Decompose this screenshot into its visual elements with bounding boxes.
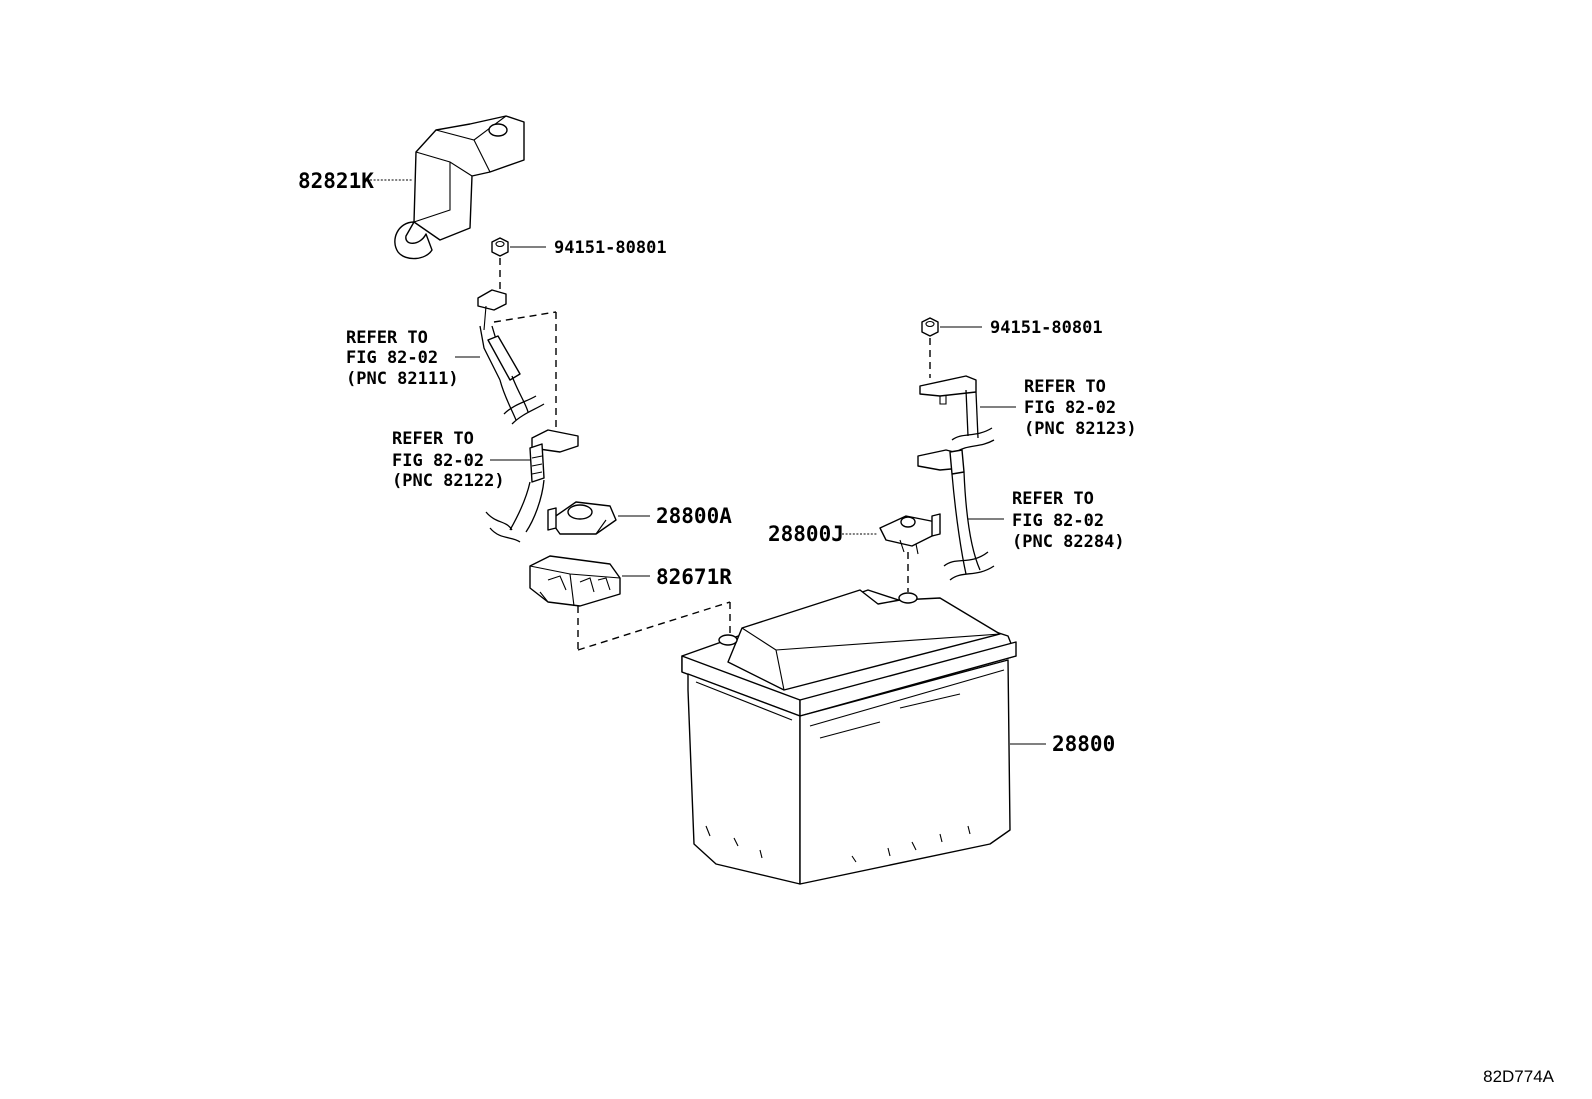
ref-82284-line3: (PNC 82284) [1012,532,1125,552]
terminal-cover-82821k[interactable] [394,115,525,260]
terminal-28800j[interactable] [879,513,941,555]
terminal-28800a[interactable] [547,501,617,535]
ref-82122-line1: REFER TO [392,429,474,449]
ref-82123-line2: FIG 82-02 [1024,398,1116,418]
label-94151-upper-left: 94151-80801 [554,238,667,258]
nut-upper-right[interactable] [921,317,939,337]
ref-82122-line2: FIG 82-02 [392,451,484,471]
label-94151-upper-right: 94151-80801 [990,318,1103,338]
terminal-cover-82671r[interactable] [529,555,621,607]
ref-82111-line2: FIG 82-02 [346,348,438,368]
label-28800j: 28800J [768,522,844,546]
figure-code: 82D774A [1483,1067,1554,1086]
battery-28800[interactable] [681,589,1017,885]
cable-82284[interactable] [917,449,995,581]
cable-82111[interactable] [477,289,545,425]
ref-82123-line1: REFER TO [1024,377,1106,397]
ref-82284-line2: FIG 82-02 [1012,511,1104,531]
ref-82284-line1: REFER TO [1012,489,1094,509]
ref-82123-line3: (PNC 82123) [1024,419,1137,439]
ref-82122-line3: (PNC 82122) [392,471,505,491]
label-82671r: 82671R [656,565,732,589]
ref-82111-line3: (PNC 82111) [346,369,459,389]
nut-upper-left[interactable] [491,237,509,257]
label-28800a: 28800A [656,504,732,528]
ref-82111-line1: REFER TO [346,328,428,348]
cable-82123[interactable] [919,375,995,453]
cable-82122[interactable] [485,429,579,543]
label-82821k: 82821K [298,169,374,193]
label-28800: 28800 [1052,732,1115,756]
